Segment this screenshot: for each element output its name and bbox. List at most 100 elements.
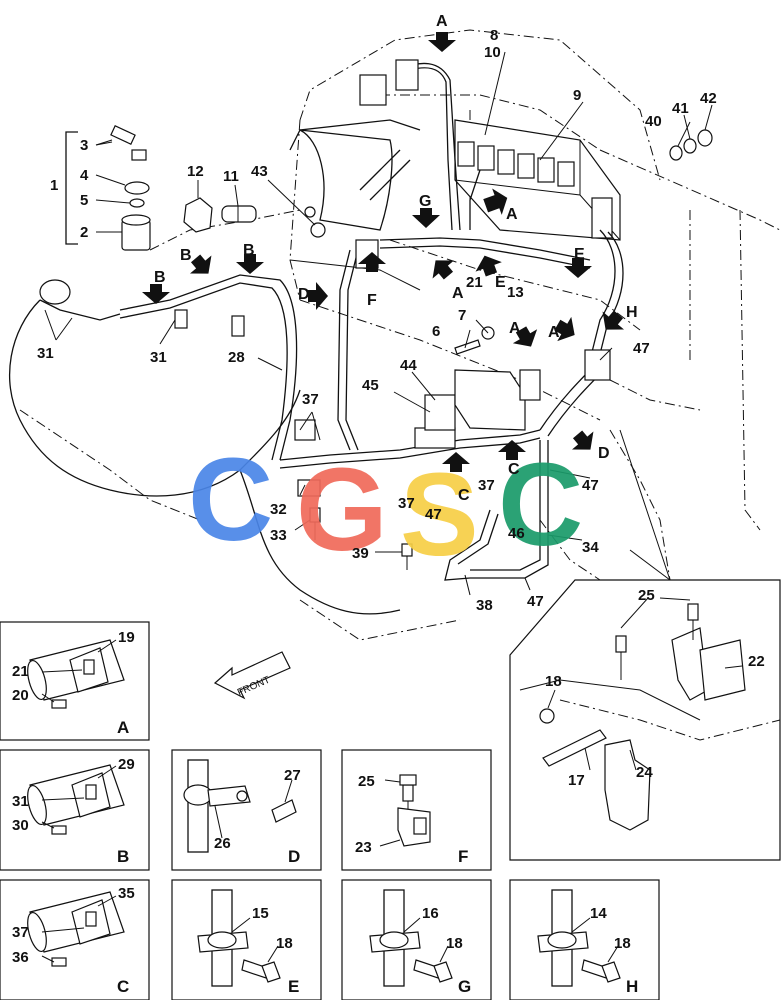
view-arrow	[358, 252, 386, 272]
panel-a-letter: A	[117, 718, 129, 737]
callout-40: 40	[645, 113, 662, 130]
inset-callout-24: 24	[636, 764, 653, 781]
panel-d-callout-26: 26	[214, 835, 231, 852]
view-arrow	[442, 452, 470, 472]
detail-panel-labels: 19 21 20 A 29 31 30 B 35 37 36 C 27 26 D…	[12, 629, 638, 996]
callout-7: 7	[458, 307, 466, 324]
callout-33: 33	[270, 527, 287, 544]
panel-d-letter: D	[288, 847, 300, 866]
callout-28: 28	[228, 349, 245, 366]
view-arrow	[412, 208, 440, 228]
detail-panel-b	[0, 749, 150, 871]
callout-32: 32	[270, 501, 287, 518]
watermark-letter: G	[296, 444, 388, 576]
view-arrow	[554, 316, 575, 342]
panel-g-callout-18: 18	[446, 935, 463, 952]
fuse-and-cover	[183, 197, 257, 233]
callout-37-a: 37	[302, 391, 319, 408]
view-letter-h: H	[626, 304, 638, 321]
callout-47-a: 47	[633, 340, 650, 357]
panel-a-callout-21: 21	[12, 663, 29, 680]
panel-h-letter: H	[626, 977, 638, 996]
callout-31-b: 31	[150, 349, 167, 366]
callout-21: 21	[466, 274, 483, 291]
panel-g-callout-16: 16	[422, 905, 439, 922]
view-arrow	[432, 260, 455, 280]
panel-b-callout-30: 30	[12, 817, 29, 834]
view-letter-a: A	[436, 13, 448, 30]
callout-4: 4	[80, 167, 89, 184]
callout-10: 10	[484, 44, 501, 61]
view-letter-b: B	[154, 269, 166, 286]
callout-43: 43	[251, 163, 268, 180]
inset-callout-22: 22	[748, 653, 765, 670]
callout-45: 45	[362, 377, 379, 394]
detail-panel-c	[0, 879, 150, 1000]
callout-9: 9	[573, 87, 581, 104]
panel-f-letter: F	[458, 847, 468, 866]
view-letter-a: A	[509, 320, 521, 337]
inset-callout-18: 18	[545, 673, 562, 690]
panel-g-letter: G	[458, 977, 471, 996]
watermark-letter: C	[188, 434, 273, 566]
view-letter-a: A	[506, 206, 518, 223]
console-outline	[8, 119, 421, 615]
callout-6: 6	[432, 323, 440, 340]
panel-b-callout-31: 31	[12, 793, 29, 810]
inset-bracket-detail	[509, 429, 781, 861]
callout-12: 12	[187, 163, 204, 180]
view-letter-d: D	[598, 445, 610, 462]
watermark: C G S C	[188, 434, 583, 581]
panel-h-callout-14: 14	[590, 905, 607, 922]
panel-e-callout-15: 15	[252, 905, 269, 922]
cab-outline	[19, 29, 781, 641]
panel-b-callout-29: 29	[118, 756, 135, 773]
panel-f-callout-23: 23	[355, 839, 372, 856]
detail-panel-d	[171, 749, 322, 871]
view-arrow	[498, 440, 526, 460]
view-arrow	[483, 188, 508, 215]
view-letter-a: A	[452, 285, 464, 302]
panel-c-callout-35: 35	[118, 885, 135, 902]
front-direction-arrow	[213, 651, 291, 700]
starter-switch-assembly	[65, 125, 151, 251]
view-letter-f: F	[367, 292, 377, 309]
watermark-letter: C	[498, 439, 583, 571]
view-arrow	[189, 254, 212, 274]
callout-44: 44	[400, 357, 417, 374]
panel-b-letter: B	[117, 847, 129, 866]
callout-39: 39	[352, 545, 369, 562]
panel-a-callout-19: 19	[118, 629, 135, 646]
detail-panel-f	[341, 749, 492, 871]
panel-a-callout-20: 20	[12, 687, 29, 704]
detail-panel-e	[171, 879, 322, 1000]
view-arrow	[428, 32, 456, 52]
view-letter-e: E	[574, 246, 585, 263]
callout-41: 41	[672, 100, 689, 117]
detail-panel-a	[0, 621, 150, 741]
panel-c-letter: C	[117, 977, 129, 996]
washers-nut	[669, 129, 713, 161]
detail-panel-h	[509, 879, 660, 1000]
panel-e-callout-18: 18	[276, 935, 293, 952]
panel-c-callout-37: 37	[12, 924, 29, 941]
detail-panel-g	[341, 879, 492, 1000]
view-arrows	[142, 32, 625, 472]
view-letter-a: A	[548, 324, 560, 341]
callout-47-c: 47	[425, 506, 442, 523]
leader-lines	[44, 51, 713, 596]
callout-11: 11	[223, 168, 239, 185]
inset-callout-25: 25	[638, 587, 655, 604]
callout-34: 34	[582, 539, 599, 556]
callout-42: 42	[700, 90, 717, 107]
view-letter-c: C	[508, 461, 520, 478]
connectors	[39, 59, 611, 497]
callout-37-c: 37	[478, 477, 495, 494]
callout-8: 8	[490, 27, 498, 44]
view-arrow	[475, 255, 502, 277]
panel-c-callout-36: 36	[12, 949, 29, 966]
view-letter-b: B	[243, 242, 255, 259]
view-arrow	[308, 282, 328, 310]
panel-f-callout-25: 25	[358, 773, 375, 790]
